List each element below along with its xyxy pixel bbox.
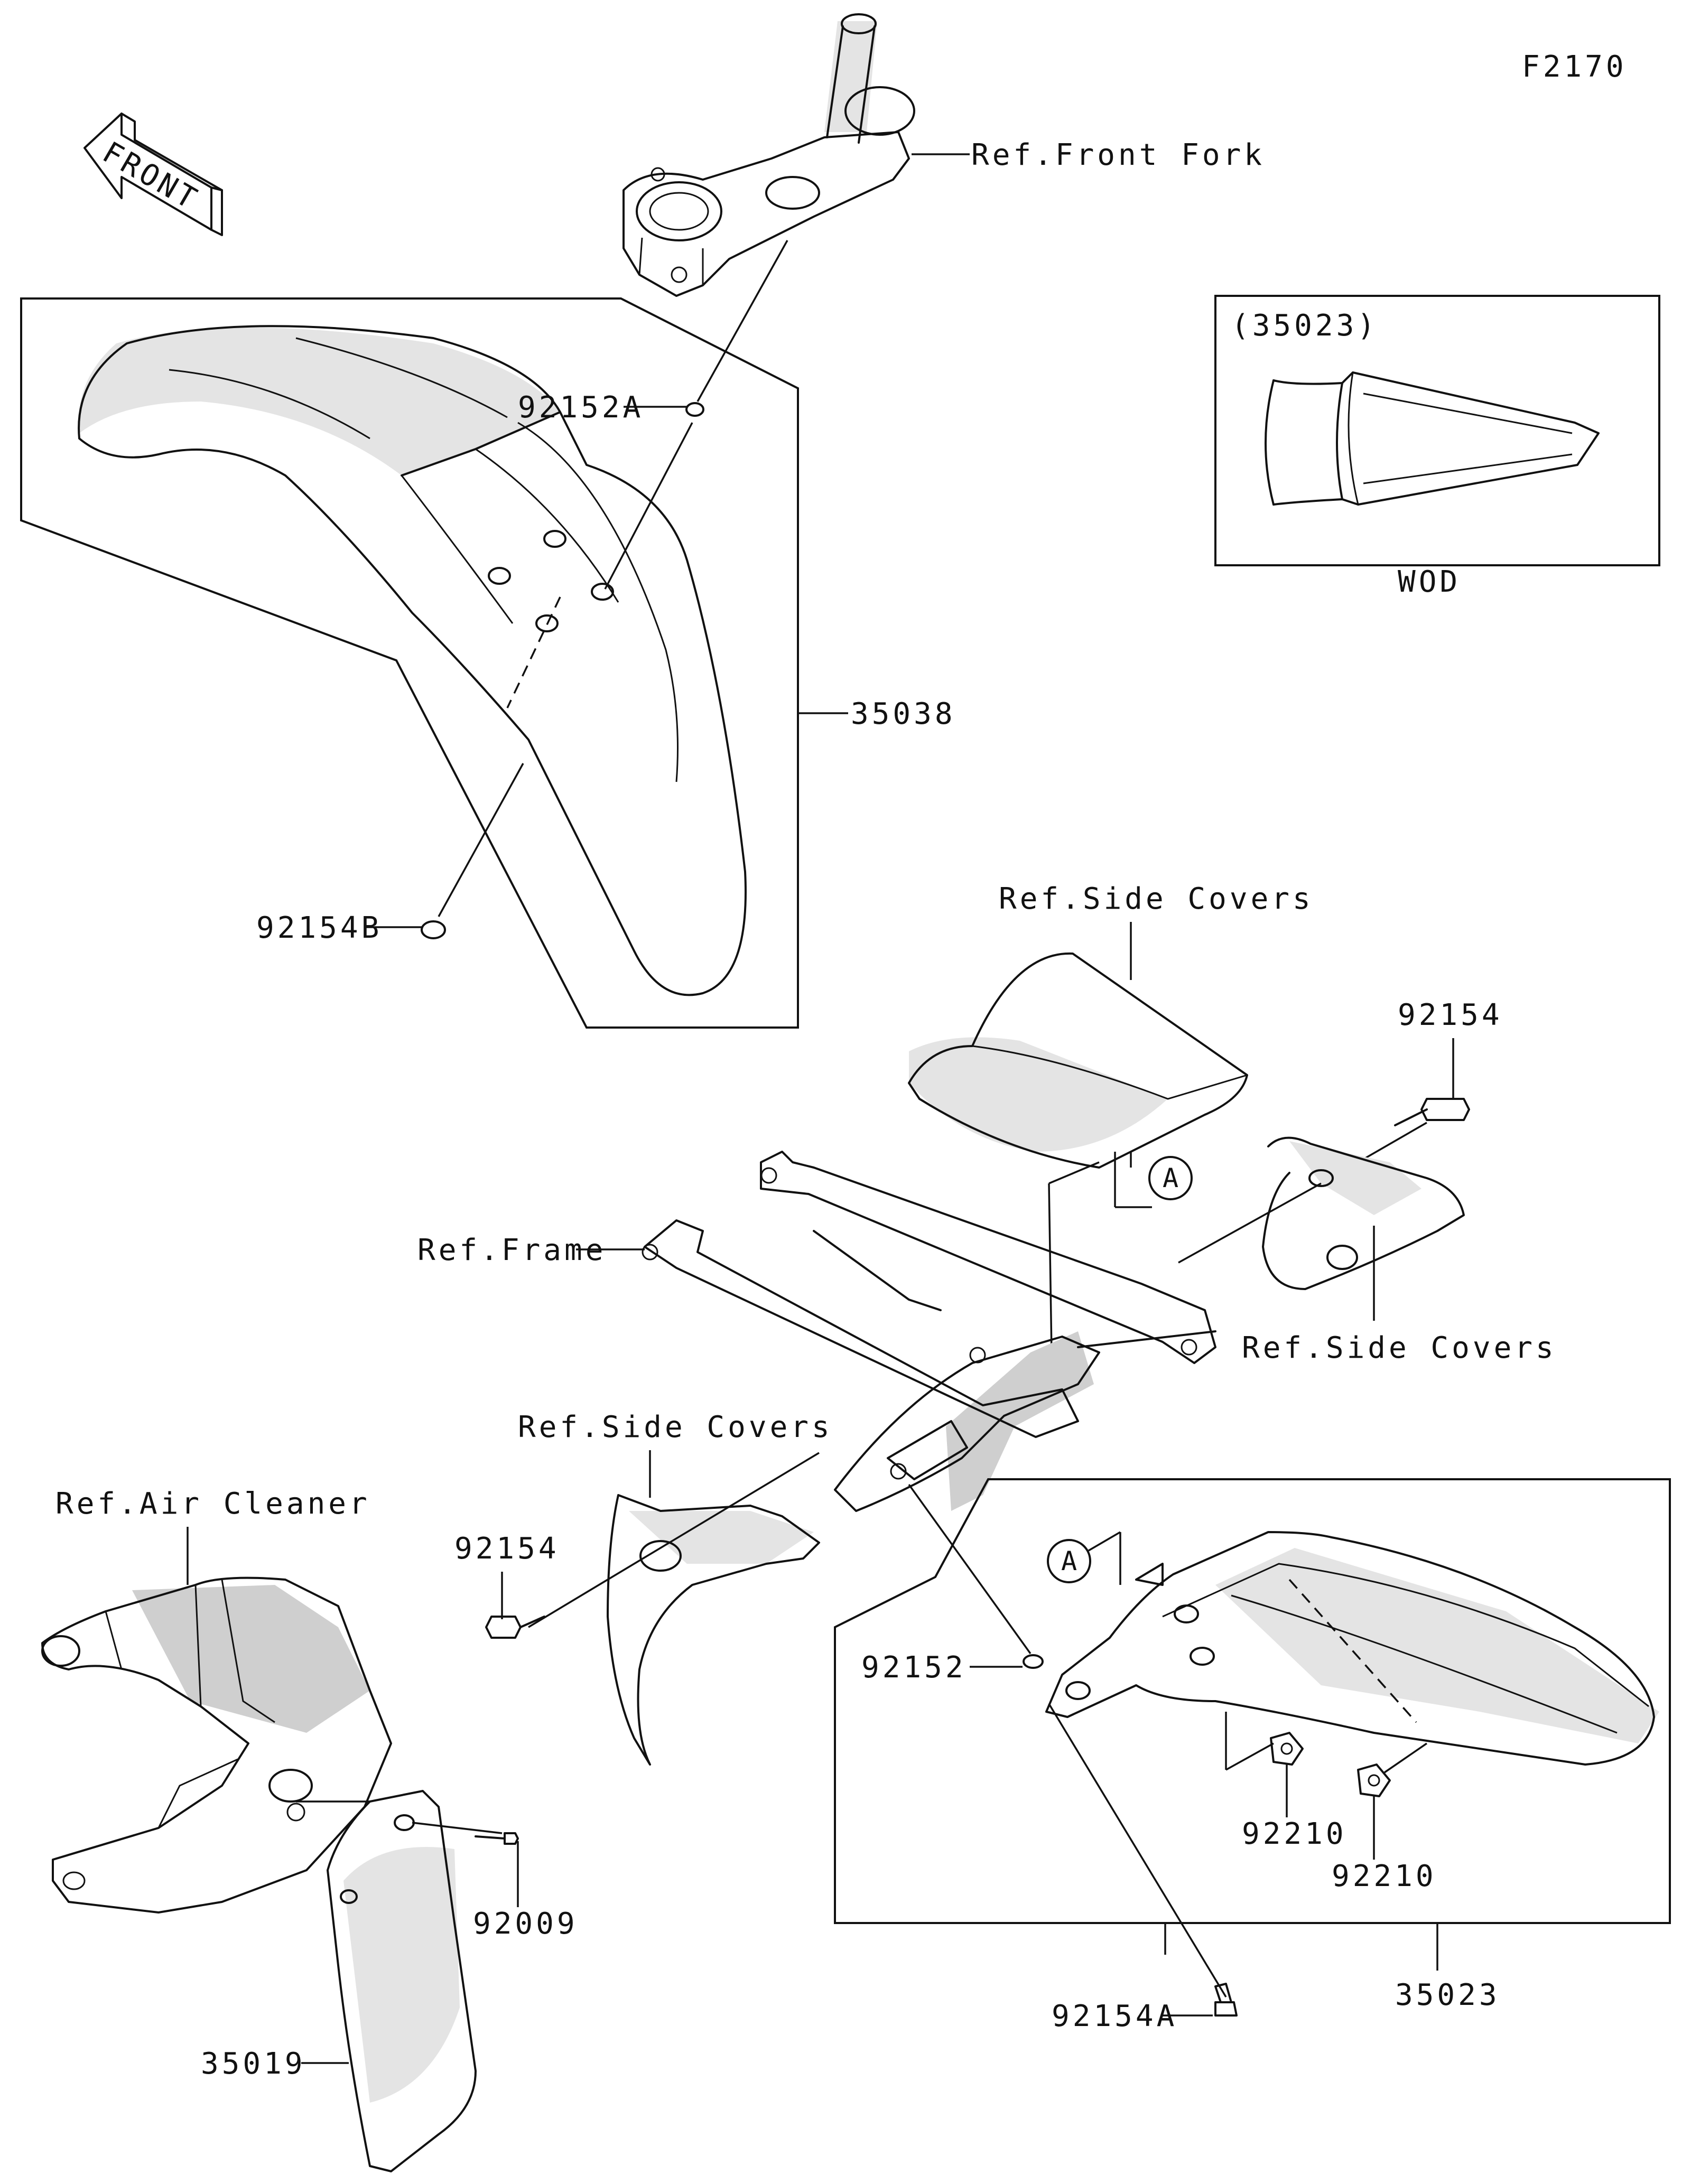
side-cover-left [607,1494,820,1766]
diagram-id: F2170 [1522,50,1627,84]
label-92154A: 92154A [1052,1999,1177,2033]
front-arrow-label: FRONT [97,135,205,218]
bolt-92154-left [485,1616,545,1639]
bolt-92154-right [1394,1098,1470,1126]
heat-guard-35019 [327,1790,477,2172]
label-wod: WOD [1398,565,1461,599]
bolt-92154A [1214,1983,1238,2017]
label-ref-side-covers-top: Ref.Side Covers [999,882,1314,916]
label-wod-part: (35023) [1231,309,1378,343]
front-fender [78,325,747,996]
wod-inset-box [1214,295,1660,566]
label-92154B: 92154B [256,911,382,945]
side-cover-upper [908,952,1248,1169]
label-92154-right: 92154 [1398,998,1503,1032]
label-ref-frame: Ref.Frame [417,1233,606,1267]
front-arrow-icon: FRONT [83,113,223,236]
callout-a-top [1148,1156,1193,1200]
label-92210-b: 92210 [1332,1859,1437,1893]
washer-92152A [685,402,704,417]
label-ref-front-fork: Ref.Front Fork [971,138,1265,172]
label-35038: 35038 [851,697,956,731]
rear-frame [642,1151,1216,1512]
side-cover-right [1262,1136,1465,1290]
label-ref-side-covers-right: Ref.Side Covers [1242,1331,1557,1365]
label-ref-air-cleaner: Ref.Air Cleaner [55,1487,370,1521]
screw-92154B [421,920,446,939]
callout-a-bottom-label: A [1061,1546,1077,1576]
label-35023: 35023 [1395,1978,1500,2012]
air-cleaner-housing [41,1576,392,1914]
label-92152: 92152 [861,1650,967,1685]
front-fender-box [20,297,799,1029]
label-ref-side-covers-mid: Ref.Side Covers [518,1410,833,1444]
label-92009: 92009 [473,1907,578,1941]
rear-fender [1045,1531,1659,1766]
bolt-92009 [475,1832,519,1845]
front-fork-clamp [622,13,915,297]
clip-92210-b [1357,1763,1391,1797]
rear-fender-box [834,1478,1671,1924]
washer-92152 [1023,1654,1044,1669]
clip-92210-a [1270,1732,1304,1766]
wod-inset-fender [1265,371,1600,506]
label-92154-left: 92154 [454,1532,560,1566]
label-92152A: 92152A [518,390,644,425]
label-92210-a: 92210 [1242,1817,1347,1851]
label-35019: 35019 [201,2047,306,2081]
callout-a-top-label: A [1163,1163,1178,1193]
callout-a-bottom [1047,1539,1091,1583]
